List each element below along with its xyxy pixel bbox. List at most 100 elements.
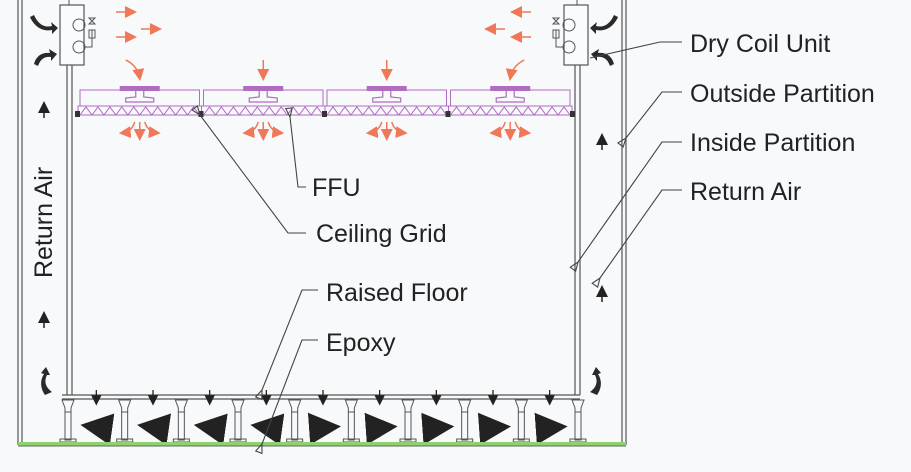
- pedestal-head: [457, 399, 472, 413]
- pedestal: [116, 399, 134, 443]
- curved-arrow-icon: [41, 367, 52, 395]
- leader-inside-partition: [578, 141, 682, 262]
- ceiling-grid-clip: [322, 111, 327, 117]
- ffu-filter: [77, 105, 202, 116]
- curved-arrow-icon: [534, 412, 568, 445]
- inside-partition-right: [574, 65, 581, 395]
- pedestal-post: [121, 411, 129, 441]
- label-epoxy: Epoxy: [326, 329, 396, 357]
- ffu-motor-plate: [243, 86, 284, 91]
- curved-arrow-icon: [364, 412, 398, 445]
- label-raised-floor: Raised Floor: [326, 279, 468, 307]
- leader-ffu: [290, 117, 306, 188]
- supply-arrow-icon: [125, 59, 145, 81]
- pedestal-head: [287, 399, 302, 413]
- supply-arrow-icon: [489, 121, 506, 139]
- pedestal-post: [347, 411, 355, 441]
- pedestal-head: [117, 399, 132, 413]
- supply-arrow-icon: [391, 121, 408, 139]
- ffu-filter-pleats: [450, 106, 571, 116]
- supply-air-arrows: [116, 6, 532, 141]
- label-return-air-right: Return Air: [690, 178, 801, 206]
- ffu-fan-icon: [495, 91, 525, 103]
- supply-arrow-icon: [365, 121, 383, 139]
- curved-arrow-icon: [34, 49, 57, 66]
- pedestal-head: [344, 399, 359, 413]
- curved-arrow-icon: [250, 413, 285, 446]
- pedestal: [399, 399, 417, 443]
- pedestal-post: [234, 411, 242, 441]
- ffu-unit: [445, 86, 575, 117]
- curved-arrow-icon: [80, 413, 115, 446]
- label-ffu: FFU: [312, 174, 361, 202]
- pedestal: [512, 399, 530, 443]
- ffu-fan-icon: [125, 91, 155, 103]
- curved-arrow-icon: [193, 413, 228, 446]
- pedestal-head: [401, 399, 415, 413]
- supply-arrow-icon: [118, 121, 136, 139]
- ffu-housing: [203, 89, 324, 107]
- leader-outside-partition: [626, 91, 682, 138]
- supply-arrow-icon: [505, 59, 525, 81]
- ffu-unit: [198, 86, 326, 117]
- ffu-filter: [201, 105, 326, 116]
- curved-arrow-icon: [137, 413, 172, 446]
- ffu-housing: [79, 89, 200, 107]
- ffu-unit: [75, 86, 202, 117]
- pedestal: [456, 399, 474, 443]
- pedestal-head: [231, 399, 245, 413]
- curved-arrow-icon: [30, 15, 58, 34]
- ffu-fan-icon: [248, 91, 278, 103]
- pedestal-head: [514, 399, 529, 413]
- pedestal: [172, 399, 190, 443]
- pedestal-post: [291, 411, 299, 441]
- ffu-fan-icon: [372, 91, 402, 103]
- raised-floor: [62, 394, 580, 400]
- pedestal-post: [461, 411, 469, 441]
- curved-arrow-icon: [307, 412, 341, 445]
- return-air-arrows: [30, 15, 618, 395]
- leader-ceiling-grid: [200, 115, 306, 234]
- ffu-filter: [448, 105, 573, 116]
- supply-arrow-icon: [144, 121, 161, 139]
- pedestal-post: [404, 411, 412, 441]
- ceiling-grid-clip: [570, 111, 575, 117]
- ffu-motor-plate: [119, 86, 160, 91]
- ffu-filter-pleats: [203, 106, 324, 116]
- ffu-housing: [450, 89, 571, 107]
- pedestal-post: [64, 411, 72, 441]
- outside-partition-left: [17, 0, 23, 445]
- ceiling-grid-clip: [445, 111, 451, 117]
- outside-partition-right: [621, 0, 627, 445]
- label-outside-partition: Outside Partition: [690, 80, 875, 108]
- leader-epoxy: [262, 339, 318, 444]
- pedestal: [342, 399, 360, 443]
- pedestal: [286, 399, 304, 443]
- leader-return-air: [600, 189, 682, 278]
- dry-coil-unit-right: [551, 0, 589, 66]
- leader-lines: [200, 41, 682, 444]
- curved-arrow-icon: [591, 49, 614, 66]
- ffu-motor-plate: [366, 86, 407, 91]
- pedestal-post: [574, 411, 582, 441]
- label-return-air-left: Return Air: [30, 167, 58, 278]
- ffu-motor-plate: [490, 86, 531, 91]
- pedestal: [569, 399, 587, 443]
- floor-airflow-arrows: [80, 390, 568, 446]
- ceiling-grid-clip: [198, 111, 204, 117]
- inside-partition-left: [66, 65, 73, 395]
- ceiling-grid-clip: [75, 111, 80, 117]
- pedestal-head: [174, 399, 189, 413]
- leader-dry-coil-unit: [589, 41, 682, 59]
- curved-arrow-icon: [477, 412, 511, 445]
- curved-arrow-icon: [590, 367, 601, 395]
- label-inside-partition: Inside Partition: [690, 129, 855, 157]
- curved-arrow-icon: [590, 15, 618, 34]
- leader-raised-floor: [262, 289, 318, 390]
- ffu-filter-pleats: [79, 106, 200, 116]
- pedestal-head: [61, 399, 75, 413]
- up-arrows: [38, 101, 608, 328]
- supply-arrow-icon: [242, 121, 259, 139]
